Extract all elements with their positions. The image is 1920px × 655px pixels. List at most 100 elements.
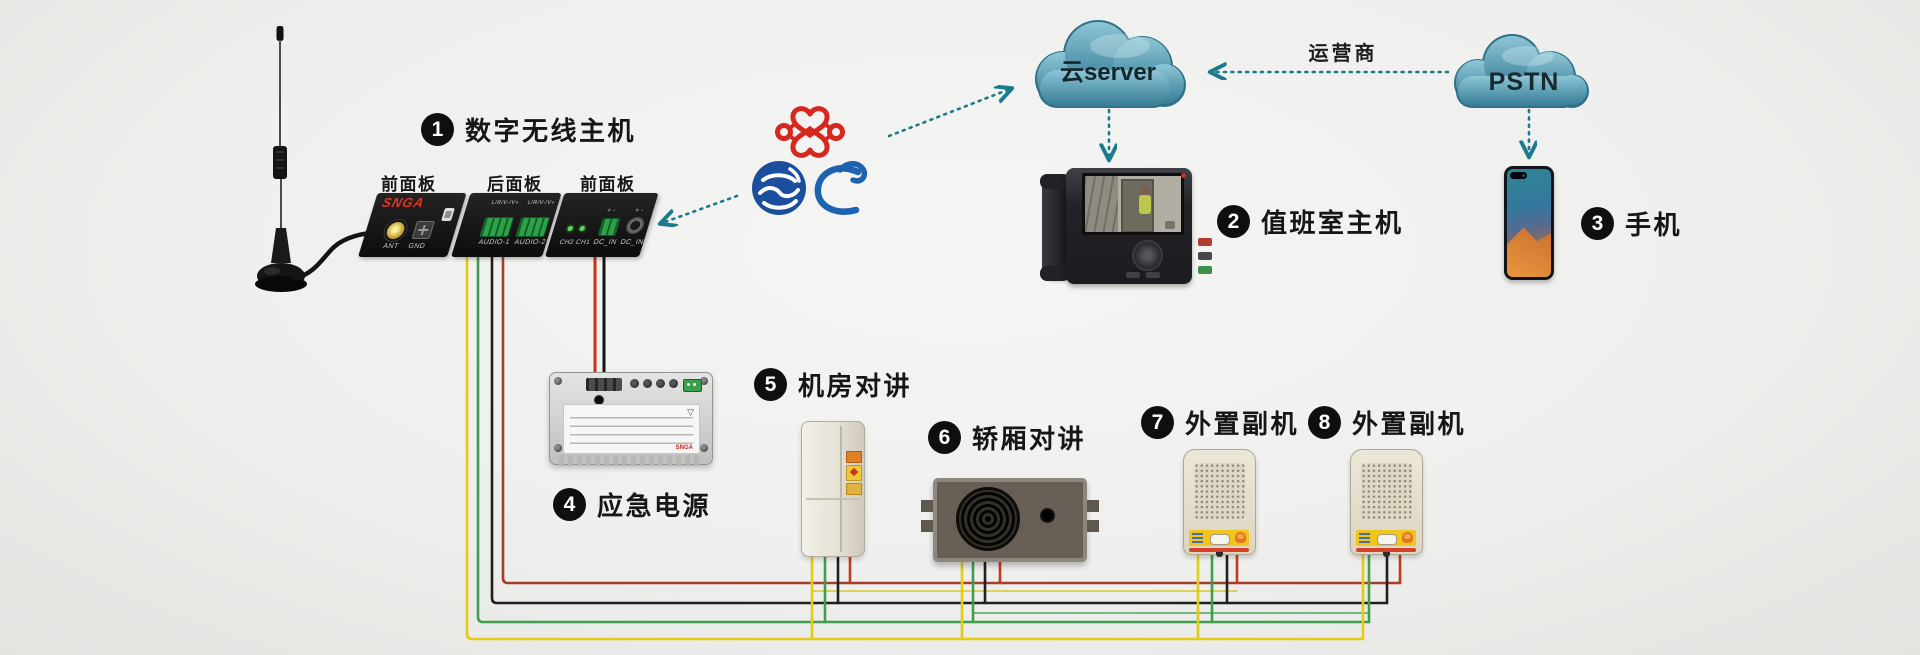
terminal-screw-icon — [643, 379, 652, 388]
sim-slot-icon — [441, 208, 455, 221]
panel-label-front1: 前面板 — [381, 175, 437, 194]
dc-power-wires — [593, 253, 606, 382]
badge-label: 手机 — [1625, 210, 1683, 240]
panel-label-front2: 前面板 — [580, 175, 636, 194]
ch1-led-icon — [578, 226, 586, 231]
mount-tab — [1087, 520, 1099, 532]
duty-room-phone — [1040, 168, 1212, 286]
warning-stickers — [846, 451, 862, 495]
screw-icon — [554, 444, 562, 452]
nav-wheel-icon — [1132, 240, 1163, 271]
dc-in-label-2: DC_IN — [619, 239, 645, 246]
badge-duty-room-host: 2 值班室主机 — [1217, 203, 1404, 240]
panel-label-rear: 后面板 — [487, 175, 543, 194]
power-input-terminal-icon — [586, 378, 622, 391]
machine-room-intercom — [801, 421, 865, 557]
power-jack-icon — [594, 395, 604, 405]
badge-machine-room-intercom: 5 机房对讲 — [754, 366, 912, 403]
ant-label: ANT — [382, 243, 400, 250]
brand-logo: SNGA — [380, 195, 427, 210]
warning-triangle-icon: ▽ — [687, 407, 694, 417]
audio-bus-wires — [465, 255, 1402, 641]
antenna — [255, 26, 389, 292]
badge-number: 6 — [928, 421, 961, 454]
badge-number: 3 — [1581, 207, 1614, 240]
terminal-screw-icon — [630, 379, 639, 388]
call-button-icon — [1210, 534, 1230, 545]
power-green-terminal-icon — [683, 379, 702, 392]
badge-number: 2 — [1217, 205, 1250, 238]
screen-scene-person — [1138, 187, 1151, 215]
terminal-top-label-1: L/R/V-/V+ — [490, 200, 520, 206]
cloud-server: 云server — [1035, 20, 1186, 108]
audio2-terminal-icon — [515, 217, 551, 237]
carrier-label: 运营商 — [1309, 41, 1378, 65]
china-mobile-logo — [752, 161, 806, 215]
dc-in-label-1: DC_IN — [592, 239, 618, 246]
dc-polarity-label: + - — [606, 208, 617, 214]
gnd-port-icon — [411, 221, 436, 239]
ant-connector-icon — [384, 222, 407, 239]
link-logos-to-cloud — [887, 89, 1010, 138]
status-led-icon — [1181, 173, 1186, 178]
terminal-screw-icon — [656, 379, 665, 388]
mount-tab — [921, 520, 933, 532]
badge-label: 轿厢对讲 — [972, 424, 1087, 454]
terminal-top-label-2: L/R/V-/V+ — [526, 200, 556, 206]
china-unicom-logo — [775, 106, 845, 158]
mic-hole-icon — [1040, 508, 1055, 523]
smartphone — [1504, 166, 1554, 280]
cloud-server-label: 云server — [1060, 59, 1156, 86]
badge-number: 8 — [1308, 406, 1341, 439]
badge-label: 外置副机 — [1185, 409, 1300, 439]
ch2-led-icon — [566, 226, 574, 231]
red-stripe — [1356, 548, 1416, 552]
speaker-grille-icon — [1361, 463, 1412, 519]
phone-handset-icon — [1040, 174, 1070, 281]
badge-label: 值班室主机 — [1261, 208, 1404, 238]
screw-icon — [700, 444, 708, 452]
spec-text-lines — [570, 410, 693, 448]
speaker-grille-icon — [956, 487, 1020, 551]
gnd-label: GND — [407, 243, 427, 250]
dotted-links — [662, 72, 1529, 223]
emergency-power-box: ▽ SNGA — [549, 372, 713, 466]
mount-tab — [1087, 500, 1099, 512]
badge-number: 4 — [553, 488, 586, 521]
red-stripe — [1189, 548, 1249, 552]
power-spec-label: ▽ SNGA — [563, 404, 700, 454]
badge-external-speaker-1: 7 外置副机 — [1141, 404, 1299, 441]
bell-icon — [1402, 532, 1413, 543]
call-button-icon — [1377, 534, 1397, 545]
brand-mark: SNGA — [675, 445, 693, 451]
green-key-icon — [1198, 266, 1212, 274]
mount-tab — [921, 500, 933, 512]
badge-number: 7 — [1141, 406, 1174, 439]
badge-external-speaker-2: 8 外置副机 — [1308, 404, 1466, 441]
badge-label: 数字无线主机 — [465, 116, 637, 146]
pstn-cloud-label: PSTN — [1489, 68, 1560, 96]
terminal-screw-icon — [669, 379, 678, 388]
screw-icon — [700, 377, 708, 385]
dc-terminal-icon — [597, 218, 621, 236]
car-intercom — [921, 478, 1099, 562]
audio1-terminal-icon — [479, 217, 515, 237]
audio1-label: AUDIO-1 — [477, 239, 511, 246]
badge-number: 5 — [754, 368, 787, 401]
label-band — [1189, 530, 1249, 546]
badge-label: 外置副机 — [1352, 409, 1467, 439]
screen-scene-wall — [1085, 176, 1118, 232]
instruction-text-icon — [1359, 533, 1370, 543]
screen-scene-object — [1165, 220, 1176, 229]
heatsink-fins-icon — [559, 455, 703, 466]
dc-polarity-label-2: + - — [634, 208, 645, 214]
gray-key-icon — [1198, 252, 1212, 260]
screw-icon — [554, 377, 562, 385]
soft-key — [1126, 272, 1140, 278]
red-key-icon — [1198, 238, 1212, 246]
phone-body — [1066, 168, 1212, 284]
badge-label: 机房对讲 — [798, 371, 913, 401]
speaker-grille-icon — [1194, 463, 1245, 519]
badge-label: 应急电源 — [597, 491, 712, 521]
